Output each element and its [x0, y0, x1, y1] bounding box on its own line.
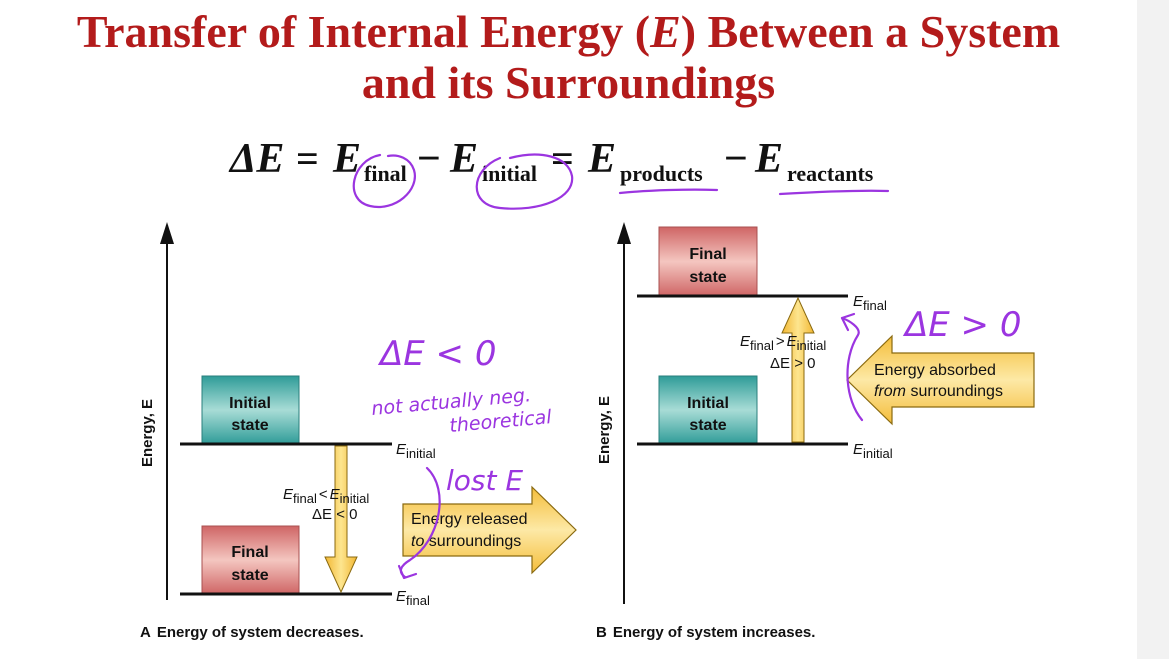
ink-note-delta-neg: ΔE < 0 [377, 334, 496, 374]
title-symbol: E [650, 6, 681, 57]
panel-a-e-final: Efinal [396, 588, 430, 608]
ink-circle-initial [475, 153, 574, 210]
panel-a: Energy, E Initial state Final state Eini… [139, 222, 577, 641]
panel-b-up-arrow [781, 296, 815, 443]
panel-a-initial-label-1: Initial [229, 395, 271, 412]
panel-a-down-arrow [324, 445, 358, 594]
panel-b-final-box [658, 226, 758, 297]
eq-products-sub: products [620, 161, 703, 186]
eq-final-sub: final [364, 161, 407, 186]
panel-a-arrow-text-2: to surroundings [411, 533, 521, 550]
panel-a-final-box [201, 525, 300, 595]
eq-e-products: E [587, 136, 616, 182]
panel-b-arrow-text-1: Energy absorbed [874, 362, 996, 379]
panel-a-final-label-1: Final [231, 544, 268, 561]
title-text-before: Transfer of Internal Energy ( [76, 6, 651, 57]
title-text-after: ) Between a System [680, 6, 1061, 57]
panel-b-final-label-2: state [689, 269, 726, 286]
ink-arrow-curve-b [840, 316, 864, 422]
panel-a-axis-arrowhead [160, 222, 174, 244]
panel-a-relation: Efinal<Einitial [283, 486, 369, 506]
right-gutter [1137, 0, 1169, 659]
eq-e-reactants: E [754, 136, 783, 182]
panel-a-delta: ΔE < 0 [312, 506, 357, 523]
eq-minus-2: − [724, 136, 748, 182]
ink-underline-products [618, 188, 719, 195]
panel-b-initial-label-1: Initial [687, 395, 729, 412]
panel-a-initial-box [201, 375, 300, 445]
panel-b-relation: Efinal>Einitial [740, 333, 826, 353]
panel-b-arrow-text-2: from surroundings [874, 383, 1003, 400]
panel-a-e-initial: Einitial [396, 441, 436, 461]
panel-b-axis-label: Energy, E [596, 396, 613, 464]
eq-equals-1: = [296, 136, 319, 181]
eq-minus-1: − [417, 136, 441, 182]
panel-b-final-label-1: Final [689, 246, 726, 263]
panel-b-e-initial: Einitial [853, 441, 893, 461]
panel-b: Energy, E Final state Initial state Efin… [596, 222, 1035, 641]
eq-reactants-sub: reactants [787, 161, 874, 186]
panel-b-initial-box [658, 375, 758, 445]
panel-a-axis-label: Energy, E [139, 399, 156, 467]
panel-b-e-final: Efinal [853, 293, 887, 313]
panel-a-release-arrow [402, 485, 577, 575]
ink-note-delta-pos: ΔE > 0 [902, 305, 1021, 345]
eq-equals-2: = [551, 136, 574, 181]
title-line-2: and its Surroundings [361, 57, 776, 108]
ink-underline-reactants [778, 189, 890, 196]
ink-arrow-head-b [840, 312, 856, 332]
panel-a-initial-label-2: state [231, 417, 268, 434]
ink-note-lost-e: lost E [446, 464, 523, 497]
panel-a-final-label-2: state [231, 567, 268, 584]
panel-b-initial-label-2: state [689, 417, 726, 434]
equation-ink-marks [352, 153, 890, 210]
panel-b-delta: ΔE > 0 [770, 355, 815, 372]
panel-a-arrow-text-1: Energy released [411, 511, 528, 528]
eq-initial-sub: initial [482, 161, 537, 186]
panel-b-axis-arrowhead [617, 222, 631, 244]
ink-arrow-head-a [397, 564, 418, 580]
ink-circle-final [352, 153, 416, 209]
equation: ΔE = E final − E initial = E products − … [228, 136, 874, 186]
page-title: Transfer of Internal Energy (E) Between … [0, 6, 1137, 108]
eq-e-initial: E [449, 136, 478, 182]
eq-delta-e: ΔE [228, 136, 284, 182]
panel-b-absorb-arrow [846, 334, 1035, 426]
